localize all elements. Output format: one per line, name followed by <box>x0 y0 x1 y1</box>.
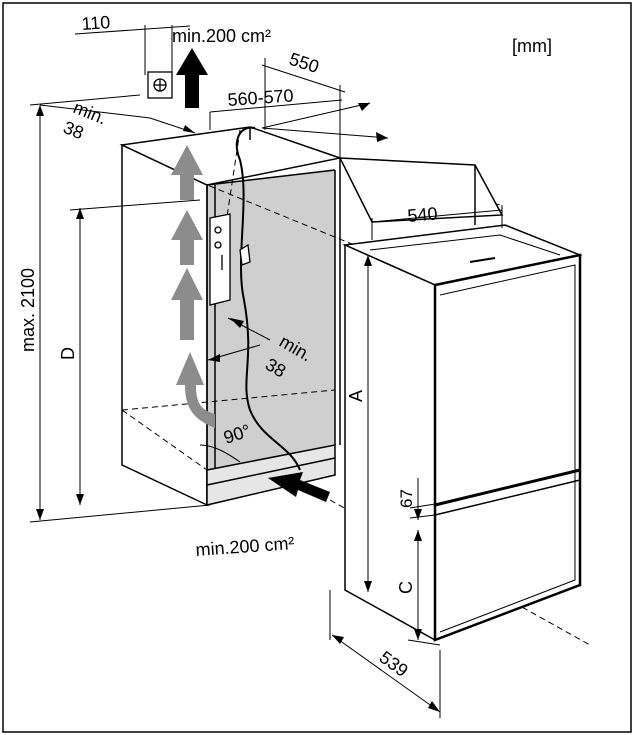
dimension-lines <box>29 25 503 718</box>
dim-A: A <box>346 390 366 402</box>
niche-left-panel <box>121 143 208 507</box>
electrical-box <box>209 213 231 306</box>
niche-back-wall <box>207 170 335 470</box>
appliance-front <box>433 253 582 642</box>
dimension-arrowheads <box>36 103 440 712</box>
power-cable <box>235 126 301 471</box>
vent-top-label: min.200 cm² <box>172 26 271 46</box>
vent-arrow-in <box>268 472 330 502</box>
airflow-arrow-2 <box>171 210 203 265</box>
dim-560-570: 560-570 <box>227 85 294 110</box>
dim-540: 540 <box>407 203 439 226</box>
airflow-arrow-1 <box>171 145 203 200</box>
dim-D: D <box>58 347 78 360</box>
socket-icon <box>147 71 173 99</box>
vent-arrows <box>176 48 330 502</box>
airflow-arrow-curved <box>176 352 215 428</box>
niche-cabinet <box>119 126 343 507</box>
vent-bottom-label: min.200 cm² <box>195 533 295 560</box>
airflow-arrows <box>171 145 215 428</box>
appliance-side <box>344 243 436 642</box>
dim-550: 550 <box>287 49 322 77</box>
units-label: [mm] <box>512 36 552 56</box>
dim-C: C <box>396 581 416 594</box>
appliance <box>342 224 583 642</box>
vent-arrow-up <box>176 48 208 108</box>
niche-plinth <box>206 444 336 506</box>
min-value-top: 38 <box>61 117 87 143</box>
dim-110: 110 <box>81 12 111 34</box>
dim-539: 539 <box>376 647 412 681</box>
airflow-arrow-3 <box>171 268 203 340</box>
dim-max-2100: max. 2100 <box>18 268 38 352</box>
dim-67: 67 <box>397 489 416 508</box>
